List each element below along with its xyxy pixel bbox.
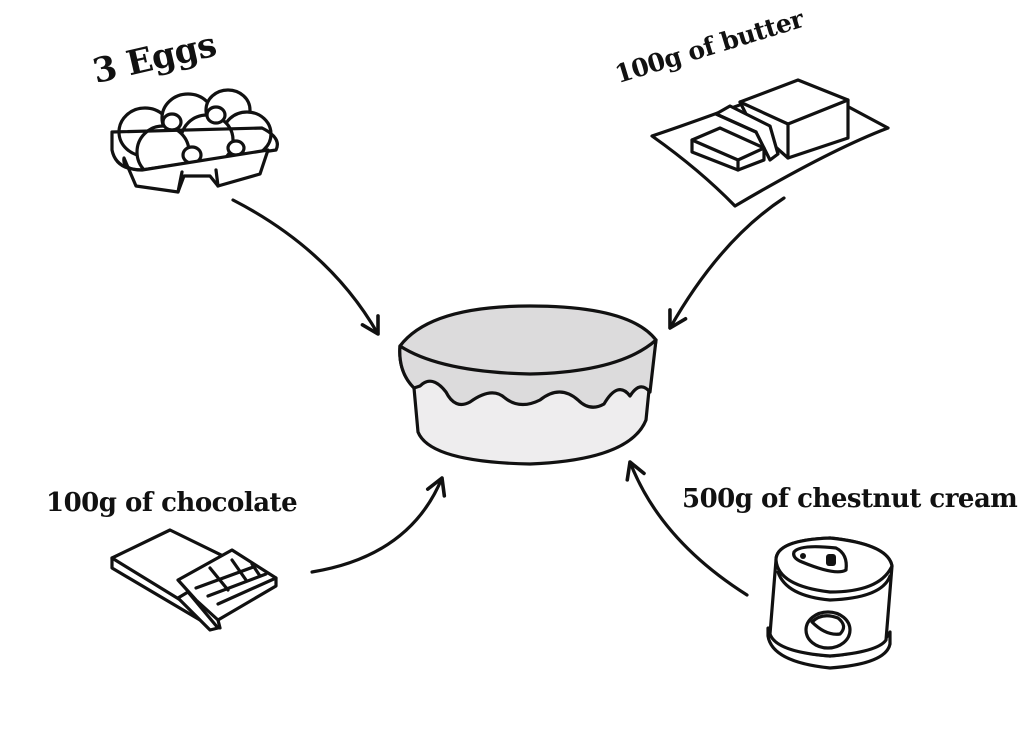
arrow-chestnut-to-cake [625,460,749,597]
ingredient-label-chocolate: 100g of chocolate [46,488,298,518]
chocolate-bar-icon [110,528,278,632]
cake-icon [398,304,658,466]
butter-block-icon [650,78,890,208]
arrow-chocolate-to-cake [310,476,447,574]
arrow-butter-to-cake [668,196,786,330]
arrow-eggs-to-cake [231,198,380,336]
tin-can-icon [766,536,894,670]
egg-carton-icon [110,88,279,194]
ingredient-label-chestnut-cream: 500g of chestnut cream [682,484,1018,514]
